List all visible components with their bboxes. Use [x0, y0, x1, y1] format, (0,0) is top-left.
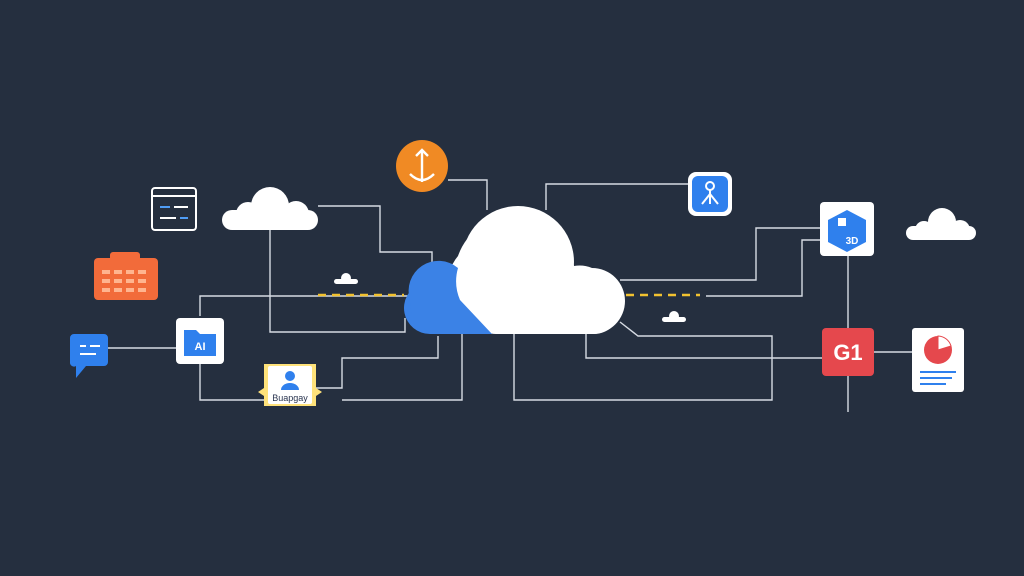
right-small-cloud-icon: [906, 208, 976, 240]
rocket-icon[interactable]: [688, 172, 732, 216]
cube-label: 3D: [846, 236, 859, 247]
user-badge-icon: [281, 371, 299, 390]
g-tile-label: G1: [833, 340, 862, 365]
folder-label: AI: [195, 341, 206, 353]
anchor-icon[interactable]: [396, 140, 448, 192]
tiny-cloud-left-icon: [334, 273, 358, 284]
chat-bubble-icon[interactable]: [69, 334, 108, 378]
cube-tile[interactable]: 3D: [820, 202, 874, 256]
calendar-grid-icon[interactable]: [94, 252, 158, 300]
user-badge[interactable]: Buapgay: [258, 364, 322, 406]
tiny-cloud-right-icon: [662, 311, 686, 322]
g-tile-icon[interactable]: G1: [822, 328, 874, 376]
folder-icon: [184, 330, 216, 356]
pie-chart-document-icon[interactable]: [912, 328, 964, 392]
badge-label: Buapgay: [272, 393, 308, 403]
small-cloud-icon: [222, 187, 318, 230]
central-cloud-icon[interactable]: [404, 206, 625, 334]
terminal-window-icon[interactable]: [151, 187, 197, 231]
cube-icon: [828, 210, 866, 252]
connector-lines: [106, 179, 912, 412]
folder-tile[interactable]: AI: [176, 318, 224, 364]
